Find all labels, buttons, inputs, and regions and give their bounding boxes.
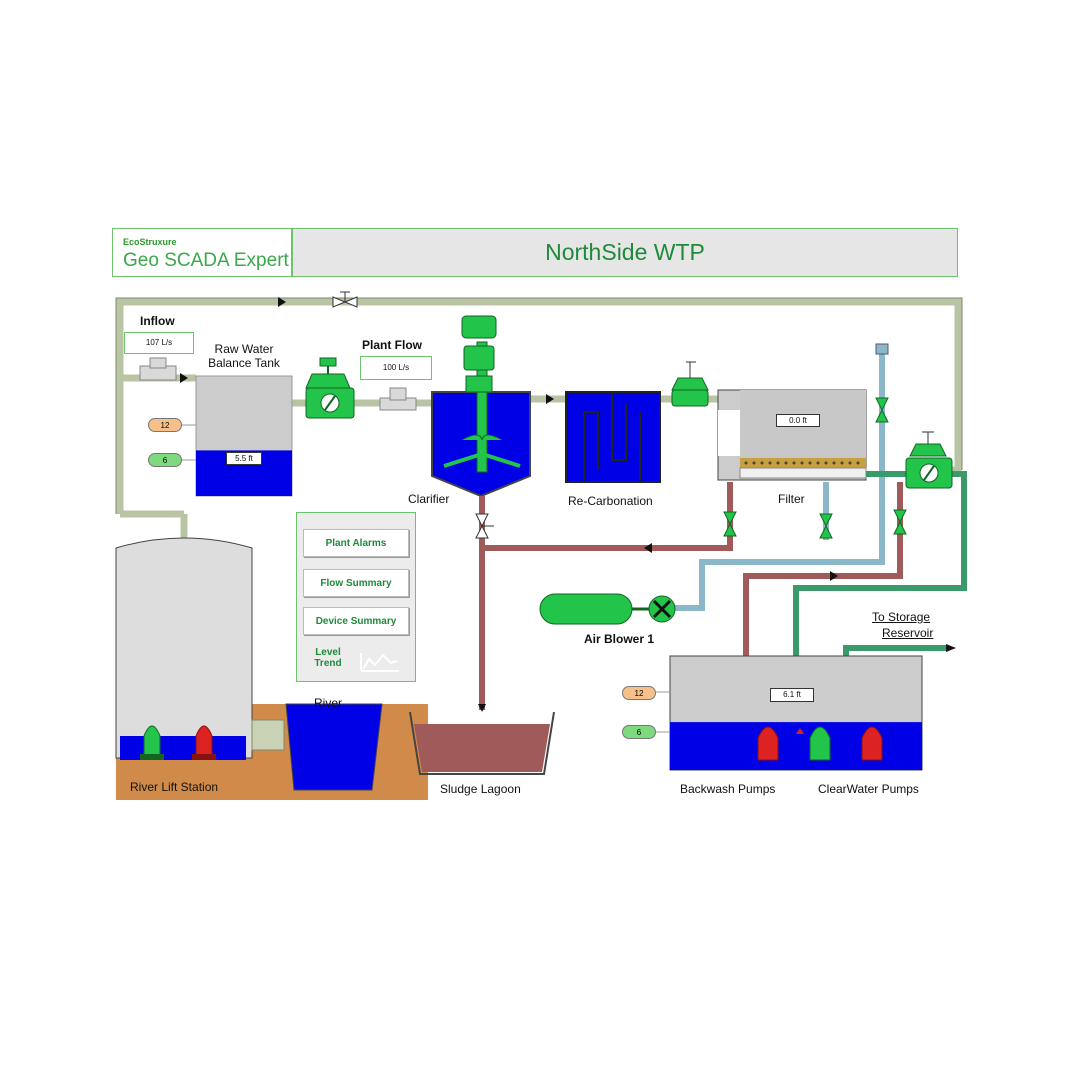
navigation-panel: Plant Alarms Flow Summary Device Summary… xyxy=(296,512,416,682)
river-pump-green[interactable] xyxy=(140,725,164,760)
filter-inlet-valve[interactable] xyxy=(671,361,709,407)
river-label: River xyxy=(314,696,343,710)
bypass-valve[interactable] xyxy=(332,291,358,308)
filter-level-readout[interactable]: 0.0 ft xyxy=(776,414,820,427)
backwash-pump[interactable] xyxy=(757,726,779,761)
raw-tank-level-readout[interactable]: 5.5 ft xyxy=(226,452,262,465)
plant-flow-readout[interactable]: 100 L/s xyxy=(360,356,432,380)
backwash-pumps-label: Backwash Pumps xyxy=(680,782,776,796)
air-blower-label: Air Blower 1 xyxy=(584,632,655,646)
inflow-readout[interactable]: 107 L/s xyxy=(124,332,194,354)
recarbonation-tank xyxy=(565,391,661,483)
level-trend-button[interactable]: Level Trend xyxy=(305,645,409,677)
backwash-valve[interactable] xyxy=(893,509,907,535)
clarifier xyxy=(431,315,531,498)
effluent-control-valve[interactable] xyxy=(905,431,953,489)
raw-tank-low-setpoint[interactable]: 6 xyxy=(148,453,182,467)
device-summary-button[interactable]: Device Summary xyxy=(303,607,409,635)
clearwell-low-setpoint[interactable]: 6 xyxy=(622,725,656,739)
level-trend-label: Level Trend xyxy=(314,647,342,669)
air-valve[interactable] xyxy=(875,397,889,423)
flow-summary-button[interactable]: Flow Summary xyxy=(303,569,409,597)
logo-panel: EcoStruxure Geo SCADA Expert xyxy=(112,228,292,277)
raw-control-valve[interactable] xyxy=(305,357,355,419)
clearwater-pump-red[interactable] xyxy=(861,726,883,761)
sludge-lagoon xyxy=(409,711,555,775)
sludge-lagoon-label: Sludge Lagoon xyxy=(440,782,521,796)
plant-alarms-button[interactable]: Plant Alarms xyxy=(303,529,409,557)
air-blower[interactable] xyxy=(539,593,676,625)
reservoir-link[interactable]: Reservoir xyxy=(882,626,934,640)
plant-flow-meter xyxy=(379,387,417,411)
raw-tank-label: Raw Water Balance Tank xyxy=(208,342,280,370)
raw-tank-high-setpoint[interactable]: 12 xyxy=(148,418,182,432)
filter-label: Filter xyxy=(778,492,805,506)
backwash-pump-indicator xyxy=(796,728,804,734)
product-name: Geo SCADA Expert xyxy=(123,250,289,271)
recarbonation-label: Re-Carbonation xyxy=(568,494,653,508)
river-lift-station xyxy=(115,537,428,800)
to-storage-link[interactable]: To Storage xyxy=(872,610,931,624)
sludge-valve[interactable] xyxy=(475,513,494,539)
raw-water-tank xyxy=(195,375,293,497)
inflow-meter xyxy=(139,357,177,381)
river-pump-red[interactable] xyxy=(192,725,216,760)
page-title: NorthSide WTP xyxy=(292,228,958,277)
filter xyxy=(717,389,867,481)
river-lift-station-label: River Lift Station xyxy=(130,780,219,794)
plant-flow-label: Plant Flow xyxy=(362,338,422,352)
brand-logo: EcoStruxure xyxy=(123,237,177,247)
filter-air-valve[interactable] xyxy=(819,513,833,539)
clarifier-label: Clarifier xyxy=(408,492,450,506)
clearwater-pumps-label: ClearWater Pumps xyxy=(818,782,919,796)
clearwell-high-setpoint[interactable]: 12 xyxy=(622,686,656,700)
clear-well xyxy=(669,655,923,771)
inflow-label: Inflow xyxy=(140,314,175,328)
trend-icon xyxy=(360,653,399,672)
clearwater-pump-green[interactable] xyxy=(809,726,831,761)
clearwell-level-readout[interactable]: 6.1 ft xyxy=(770,688,814,702)
filter-drain-valve[interactable] xyxy=(723,511,737,537)
